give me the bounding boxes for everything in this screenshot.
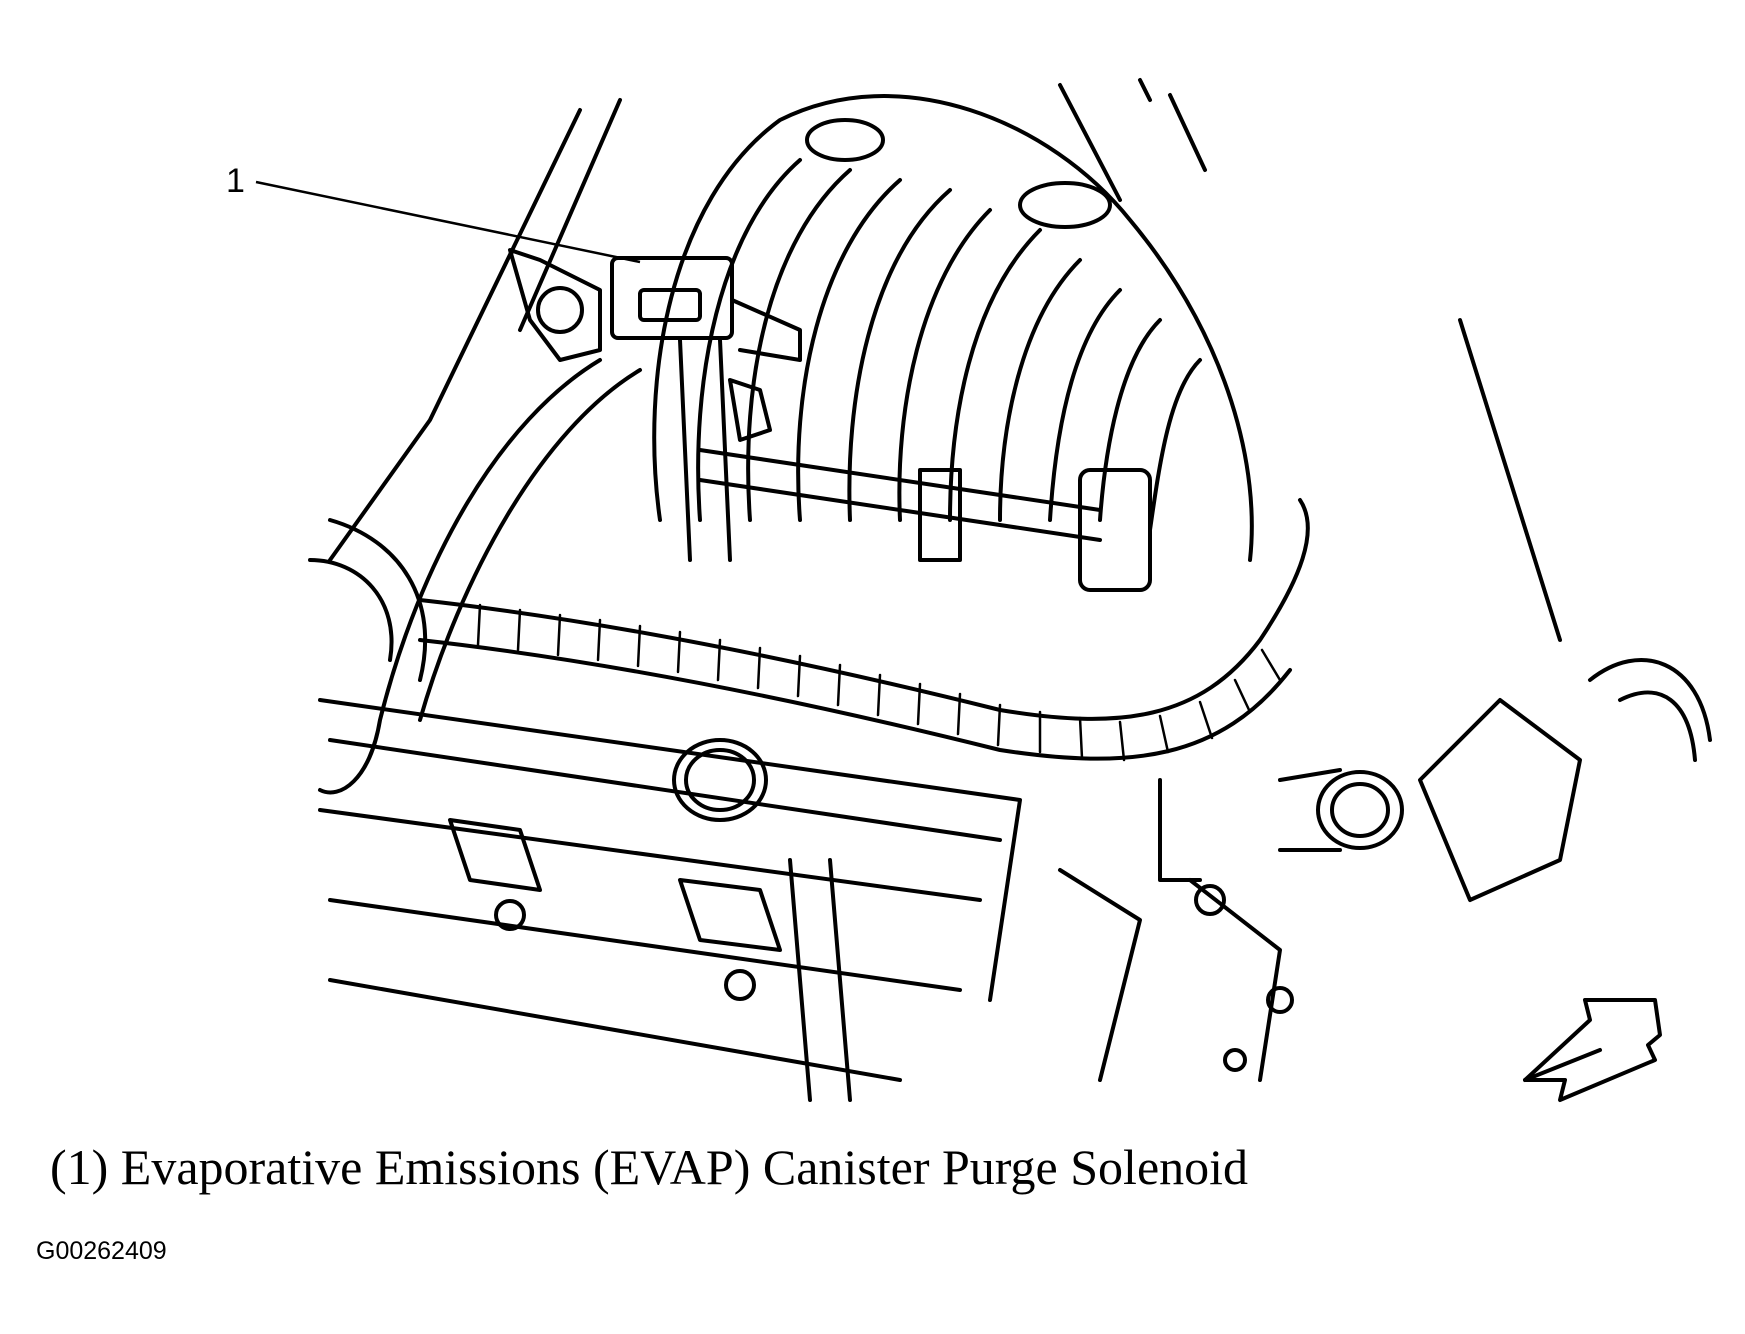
intake-plenum <box>652 94 1254 562</box>
figure-id: G00262409 <box>36 1237 167 1265</box>
direction-arrow-icon <box>1523 998 1662 1102</box>
wiring-harness <box>418 498 1310 762</box>
purge-solenoid <box>508 248 802 562</box>
right-components <box>1058 658 1712 1082</box>
callout-number: 1 <box>226 162 245 200</box>
background-lines <box>328 78 1562 642</box>
figure-caption: (1) Evaporative Emissions (EVAP) Caniste… <box>50 1139 1249 1195</box>
valve-cover <box>318 698 1022 1102</box>
vacuum-hoses <box>308 358 642 795</box>
callout-leader-line <box>255 180 641 264</box>
fuel-rail <box>698 448 1152 592</box>
